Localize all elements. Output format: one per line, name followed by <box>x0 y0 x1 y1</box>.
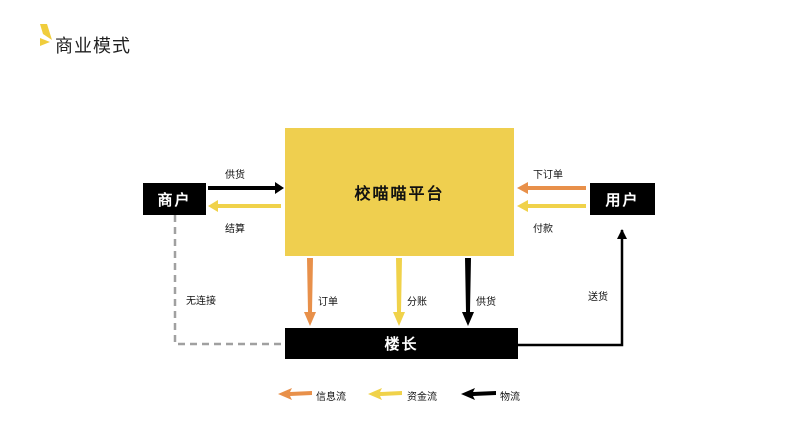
label-settle-to-merchant: 结算 <box>225 224 245 235</box>
label-payment: 付款 <box>533 224 553 235</box>
node-user: 用户 <box>590 183 655 215</box>
label-no-connection: 无连接 <box>186 296 216 307</box>
legend-fund-arrow <box>368 388 402 400</box>
arrow-supply-to-platform <box>208 182 284 194</box>
label-deliver-to-user: 送货 <box>588 292 608 303</box>
label-supply-to-platform: 供货 <box>225 170 245 181</box>
label-supply-to-leader: 供货 <box>476 297 496 308</box>
dashed-no-connection <box>173 215 284 346</box>
legend-info-label: 信息流 <box>316 392 346 403</box>
arrow-payment <box>517 200 586 212</box>
page-title: 商业模式 <box>55 36 131 57</box>
legend-fund-label: 资金流 <box>407 392 437 403</box>
arrow-supply-to-leader <box>462 258 474 326</box>
logo-icon <box>40 24 52 46</box>
legend-goods-label: 物流 <box>500 392 520 403</box>
legend-goods-arrow <box>461 388 496 400</box>
node-merchant: 商户 <box>143 183 206 215</box>
label-order-to-leader: 订单 <box>318 297 338 308</box>
legend-info-arrow <box>278 388 312 400</box>
arrow-order-to-leader <box>304 258 316 326</box>
node-leader: 楼长 <box>285 328 518 359</box>
label-split-to-leader: 分账 <box>407 297 427 308</box>
label-place-order: 下订单 <box>533 170 563 181</box>
node-platform: 校喵喵平台 <box>285 128 514 256</box>
arrow-deliver-to-user <box>518 229 627 347</box>
arrow-split-to-leader <box>393 258 405 326</box>
arrow-place-order <box>517 182 586 194</box>
arrow-settle-to-merchant <box>208 200 281 212</box>
